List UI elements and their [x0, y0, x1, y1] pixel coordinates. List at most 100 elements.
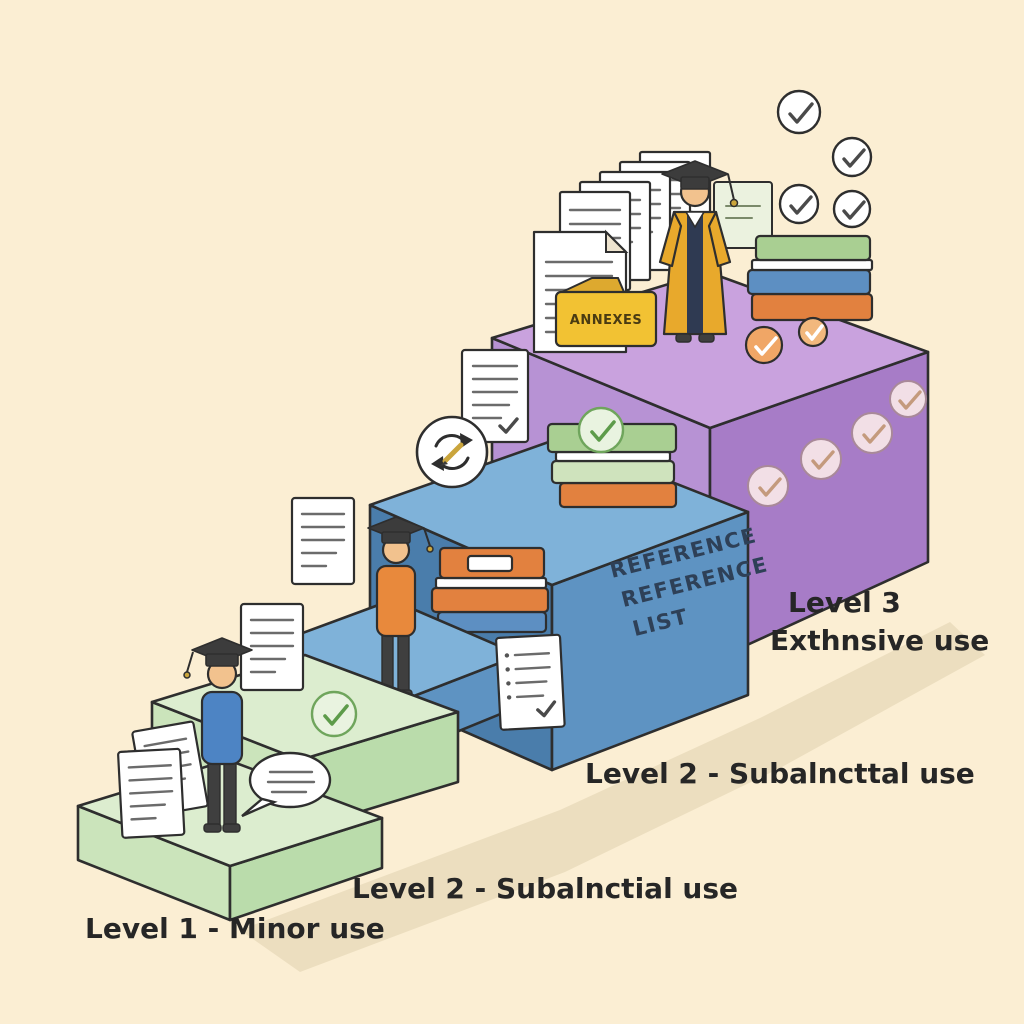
check-circle-icon — [851, 412, 893, 454]
check-circle-icon — [744, 325, 784, 365]
folder-label: ANNEXES — [570, 313, 642, 328]
book-pages — [554, 450, 672, 463]
leg — [207, 757, 221, 827]
side-face-check-circles — [747, 380, 927, 507]
check-circle-icon — [577, 406, 625, 454]
book-icon — [750, 292, 874, 322]
level1-label: Level 1 - Minor use — [85, 912, 385, 945]
bullet — [504, 653, 510, 658]
book-stack-blue — [430, 546, 550, 634]
check-icon — [536, 700, 557, 718]
book-icon — [558, 481, 678, 509]
check-icon — [323, 704, 349, 726]
check-circle-shape — [889, 380, 927, 418]
folder-icon — [554, 290, 658, 348]
check-circle-icon — [776, 89, 822, 135]
pencil-icon — [442, 442, 464, 464]
arrow-head — [431, 456, 444, 471]
student-figure-level1 — [183, 637, 253, 833]
level2-label-b: Level 2 - Subalncttal use — [585, 757, 975, 790]
tassel-tip — [729, 198, 739, 208]
check-circle-icon — [747, 465, 789, 507]
cap-base — [205, 653, 239, 667]
cap-base — [680, 176, 710, 190]
check-circle-shape — [797, 316, 829, 348]
leg — [397, 631, 410, 695]
check-icon — [805, 324, 824, 341]
annexes-folder: ANNEXES — [554, 277, 658, 348]
ground-shadow — [240, 622, 985, 972]
graduate-figure — [658, 160, 773, 343]
level3-label-line2: Exthnsive use — [770, 624, 989, 657]
check-circle-icon — [831, 136, 873, 178]
book-stack-purple — [746, 234, 874, 322]
shoe — [222, 823, 241, 833]
check-circle-icon — [797, 316, 829, 348]
bubble-lines — [266, 770, 316, 794]
book-cover-label — [466, 554, 514, 573]
gown-collar — [684, 211, 706, 229]
tassel — [727, 173, 735, 201]
document-icon — [239, 602, 305, 692]
document-icon — [290, 496, 356, 586]
tassel-tip — [183, 671, 191, 679]
book-icon — [550, 459, 676, 485]
check-circle-shape — [851, 412, 893, 454]
book-icon — [754, 234, 872, 262]
arrow-arc — [440, 456, 470, 470]
page-lines — [513, 652, 551, 699]
bullet — [506, 681, 511, 686]
student-figure-level2 — [367, 516, 434, 698]
revision-document-group — [415, 348, 530, 489]
check-icon — [898, 390, 922, 410]
check-icon — [788, 102, 814, 124]
book-icon — [430, 586, 550, 614]
gown-sleeve-left — [658, 210, 683, 268]
check-circle-shape — [778, 183, 820, 225]
check-icon — [498, 417, 519, 434]
check-circle-shape — [310, 690, 358, 738]
shoe — [203, 823, 222, 833]
pencil-tip — [440, 461, 448, 466]
check-icon — [789, 195, 813, 215]
check-circle-icon — [889, 380, 927, 418]
bubble-body — [248, 751, 332, 809]
document-icon — [116, 747, 186, 840]
revision-icon — [415, 415, 489, 489]
check-icon — [862, 424, 886, 444]
bubble-tail — [241, 797, 278, 818]
check-circle-shape — [577, 406, 625, 454]
level3-label-line1: Level 3 — [788, 586, 901, 619]
leg — [223, 757, 237, 827]
document-icon — [460, 348, 530, 444]
cap-base — [381, 531, 411, 544]
book-pages — [434, 576, 548, 590]
speech-bubble-icon — [241, 751, 332, 818]
check-circle-shape — [776, 89, 822, 135]
bullet — [506, 695, 512, 700]
torso — [375, 564, 417, 638]
bullet — [505, 667, 510, 672]
check-icon — [811, 450, 835, 470]
check-circle-icon — [778, 183, 820, 225]
checklist-document-icon — [495, 633, 566, 731]
check-circle-shape — [832, 189, 872, 229]
gown-panel — [687, 213, 703, 333]
check-circle-icon — [310, 690, 358, 738]
check-circle-shape — [744, 325, 784, 365]
floating-check-circles — [776, 89, 873, 229]
check-icon — [842, 200, 866, 220]
shoe — [675, 333, 692, 343]
check-circle-icon — [800, 438, 842, 480]
check-circle-shape — [747, 465, 789, 507]
check-circle-icon — [832, 189, 872, 229]
check-icon — [842, 148, 866, 168]
tassel-tip — [426, 545, 434, 553]
level2-label-a: Level 2 - Subalnctial use — [352, 872, 738, 905]
book-stack-center — [546, 406, 678, 509]
check-circle-shape — [800, 438, 842, 480]
tassel — [186, 651, 194, 673]
shoe — [698, 333, 715, 343]
check-circle-shape — [831, 136, 873, 178]
